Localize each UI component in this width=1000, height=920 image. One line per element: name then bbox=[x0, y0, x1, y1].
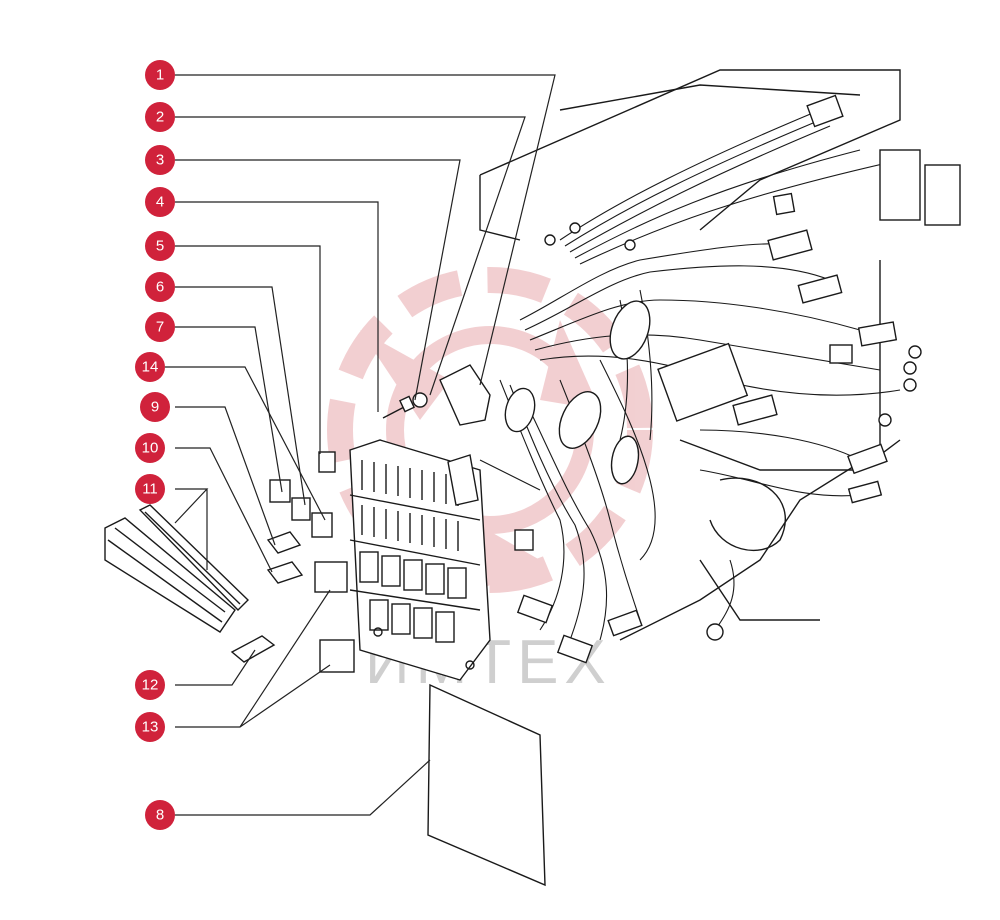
callouts: 1 2 3 4 5 6 7 14 bbox=[135, 60, 175, 830]
callout-badge bbox=[135, 433, 165, 463]
callout-11: 11 bbox=[135, 474, 165, 504]
callout-5: 5 bbox=[145, 231, 175, 261]
callout-badge bbox=[140, 392, 170, 422]
callout-badge bbox=[145, 102, 175, 132]
callout-label: 11 bbox=[142, 481, 158, 498]
leader-2 bbox=[175, 116, 526, 396]
relay-13b bbox=[319, 639, 355, 673]
callout-label: 10 bbox=[142, 440, 159, 457]
callout-label: 2 bbox=[156, 109, 164, 126]
callout-badge bbox=[135, 670, 165, 700]
leader-7 bbox=[175, 326, 283, 493]
callout-6: 6 bbox=[145, 272, 175, 302]
loose-parts bbox=[230, 392, 428, 673]
leader-lines bbox=[165, 74, 556, 816]
callout-2: 2 bbox=[145, 102, 175, 132]
leader-10 bbox=[175, 447, 273, 573]
leader-12 bbox=[175, 649, 256, 686]
callout-14: 14 bbox=[135, 352, 165, 382]
wiring-harness bbox=[479, 94, 961, 664]
fuse-9 bbox=[266, 531, 302, 554]
callout-label: 9 bbox=[151, 399, 159, 416]
callout-7: 7 bbox=[145, 312, 175, 342]
leader-4 bbox=[175, 201, 379, 412]
callout-badge bbox=[145, 231, 175, 261]
leader-3 bbox=[175, 159, 461, 401]
callout-badge bbox=[145, 800, 175, 830]
callout-badge bbox=[135, 474, 165, 504]
leader-11 bbox=[174, 488, 209, 570]
callout-3: 3 bbox=[145, 145, 175, 175]
callout-1: 1 bbox=[145, 60, 175, 90]
relay-13a bbox=[314, 561, 348, 593]
callout-4: 4 bbox=[145, 187, 175, 217]
leader-14 bbox=[165, 366, 326, 521]
callout-label: 3 bbox=[156, 152, 164, 169]
callout-badge bbox=[145, 145, 175, 175]
callout-label: 13 bbox=[142, 719, 159, 736]
screw bbox=[382, 395, 415, 419]
callout-label: 7 bbox=[156, 319, 164, 336]
leader-9 bbox=[175, 406, 276, 546]
leader-1 bbox=[175, 74, 556, 386]
relay-row bbox=[359, 551, 467, 643]
leader-8 bbox=[175, 759, 431, 816]
callout-label: 14 bbox=[142, 359, 159, 376]
callout-12: 12 bbox=[135, 670, 165, 700]
callout-13: 13 bbox=[135, 712, 165, 742]
callout-badge bbox=[145, 187, 175, 217]
fuse-10 bbox=[266, 561, 304, 584]
fuse-7 bbox=[311, 512, 333, 538]
cover-panel bbox=[427, 683, 546, 887]
leader-13 bbox=[175, 589, 331, 728]
callout-badge bbox=[145, 60, 175, 90]
spare-fuse-case bbox=[104, 504, 249, 633]
callout-badge bbox=[145, 272, 175, 302]
callout-badge bbox=[135, 712, 165, 742]
fuse-5 bbox=[318, 451, 336, 473]
leader-5 bbox=[175, 245, 321, 454]
callout-label: 1 bbox=[156, 67, 164, 84]
callout-badge bbox=[145, 312, 175, 342]
washer bbox=[412, 392, 428, 408]
callout-10: 10 bbox=[135, 433, 165, 463]
callout-label: 6 bbox=[156, 279, 164, 296]
callout-label: 8 bbox=[156, 807, 164, 824]
callout-label: 4 bbox=[156, 194, 164, 211]
callout-label: 5 bbox=[156, 238, 164, 255]
callout-label: 12 bbox=[142, 677, 159, 694]
callout-badge bbox=[135, 352, 165, 382]
fuse-6 bbox=[291, 497, 311, 521]
leader-6 bbox=[175, 286, 306, 506]
fuse-puller bbox=[230, 635, 276, 663]
callout-8: 8 bbox=[145, 800, 175, 830]
fuse-relay-box bbox=[349, 364, 491, 681]
watermark-logo bbox=[327, 267, 653, 593]
callout-9: 9 bbox=[140, 392, 170, 422]
